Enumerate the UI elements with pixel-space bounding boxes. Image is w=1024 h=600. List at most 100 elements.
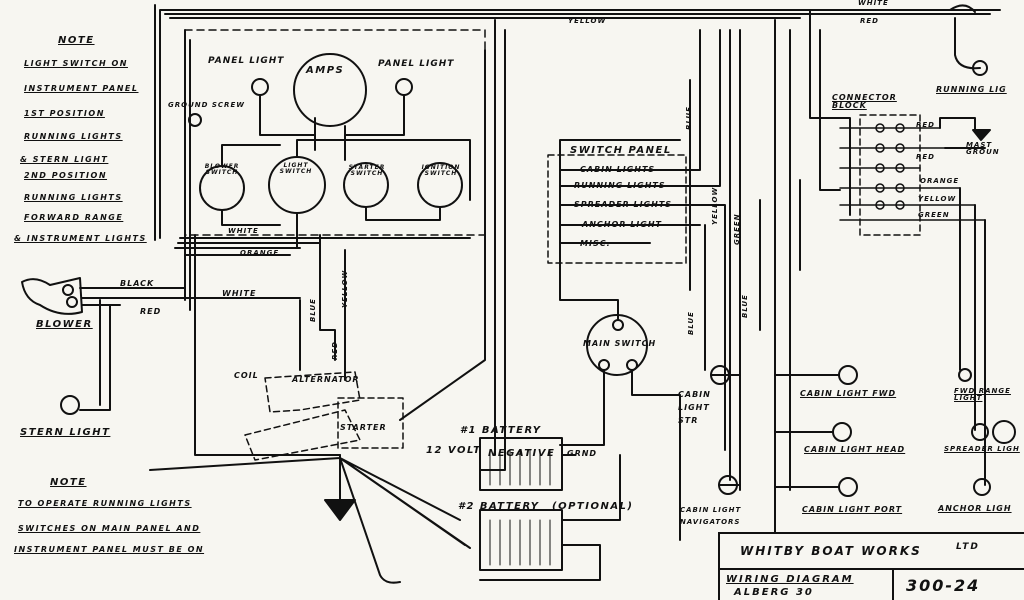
main-switch-label: MAIN SWITCH (583, 339, 657, 348)
title-block-drawing: WIRING DIAGRAM (726, 574, 854, 585)
note-bottom-line: SWITCHES ON MAIN PANEL AND (18, 524, 201, 533)
starter-label: STARTER (340, 423, 387, 432)
left-vertical-runs (184, 29, 341, 456)
note-top-line: RUNNING LIGHTS (24, 132, 123, 141)
spreader-light-label: SPREADER LIGH (944, 445, 1020, 453)
main-switch-wires (559, 139, 681, 446)
title-block: WHITBY BOAT WORKS LTD WIRING DIAGRAM ALB… (718, 532, 1024, 600)
ignition-switch-label: IGNITION SWITCH (421, 164, 461, 177)
note-bottom-line: TO OPERATE RUNNING LIGHTS (18, 499, 192, 508)
fwd-range-light-symbol (958, 368, 972, 382)
blower-terminal-1 (62, 284, 74, 296)
center-runs (399, 19, 506, 471)
wire-label-white: WHITE (222, 289, 257, 298)
title-block-company: WHITBY BOAT WORKS (740, 544, 922, 558)
switch-panel-title: SWITCH PANEL (570, 145, 672, 156)
stern-light-symbol (60, 395, 80, 415)
note-bottom-line: INSTRUMENT PANEL MUST BE ON (14, 545, 205, 554)
battery-1-volt: 12 VOLT (426, 445, 482, 456)
note-top-line: FORWARD RANGE (24, 213, 124, 222)
switch-panel-wires (559, 29, 726, 451)
wire-label-green: GREEN (733, 213, 741, 245)
connector-block-title: CONNECTOR BLOCK (832, 93, 897, 110)
top-bus-wire (154, 4, 1001, 241)
main-switch-terminal-2 (598, 359, 610, 371)
mast-ground-label: MAST GROUN (966, 141, 1000, 156)
starter-outline (337, 397, 404, 449)
coil-label: COIL (234, 371, 259, 380)
battery-1-box (479, 437, 563, 491)
anchor-light-label: ANCHOR LIGH (938, 504, 1012, 513)
wire-label-red: RED (331, 341, 339, 360)
panel-wiring (221, 94, 471, 249)
wire-label-yellow: YELLOW (568, 17, 607, 25)
switch-panel-item: RUNNING LIGHTS (574, 181, 666, 190)
blower-switch-label: BLOWER SWITCH (204, 163, 240, 176)
battery-wires (479, 454, 621, 581)
right-vertical-runs (729, 19, 801, 541)
mast-ground-symbol (972, 129, 991, 141)
cabin-light-port-symbol (838, 477, 858, 497)
engine-outline (244, 409, 361, 461)
blower-terminal-2 (66, 296, 78, 308)
ground-screw-label: GROUND SCREW (168, 101, 245, 109)
cabin-light-str-label: CABIN LIGHT STR (678, 390, 711, 425)
note-top-line: & STERN LIGHT (20, 155, 109, 164)
note-top-line: 2ND POSITION (24, 171, 108, 180)
starter-switch-label: STARTER SWITCH (348, 164, 386, 177)
alternator-label: ALTERNATOR (292, 375, 360, 384)
running-light-symbol (972, 60, 988, 76)
connector-block-box (859, 114, 921, 236)
connector-rows (839, 127, 986, 221)
battery-1-ground: GRND (567, 449, 598, 458)
alternator-outline (264, 371, 361, 413)
cabin-light-wires (679, 374, 840, 541)
note-top-line: RUNNING LIGHTS (24, 193, 123, 202)
note-top-line: & INSTRUMENT LIGHTS (14, 234, 147, 243)
wire-label-white: WHITE (228, 227, 259, 235)
switch-panel-item: CABIN LIGHTS (580, 165, 656, 174)
blower-shape (21, 277, 83, 315)
note-top-heading: NOTE (58, 35, 95, 46)
wire-label-blue: BLUE (309, 298, 317, 322)
connector-wire-green: GREEN (918, 211, 950, 219)
battery-1-title: #1 BATTERY (460, 425, 542, 436)
ground-fan-wires (149, 457, 471, 584)
wire-label-orange: ORANGE (240, 249, 280, 257)
switch-panel-item: SPREADER LIGHTS (574, 200, 673, 209)
wire-label-black: BLACK (120, 279, 155, 288)
wire-label-yellow: YELLOW (341, 269, 349, 308)
cabin-light-head-label: CABIN LIGHT HEAD (804, 445, 906, 454)
wire-label-yellow: YELLOW (711, 186, 719, 225)
battery-1-negative: NEGATIVE (488, 448, 556, 459)
connector-feed (809, 9, 851, 216)
wire-label-blue: BLUE (741, 294, 749, 318)
note-top-line: LIGHT SWITCH ON (24, 59, 128, 68)
note-bottom-heading: NOTE (50, 477, 87, 488)
main-switch-terminal-1 (612, 319, 624, 331)
fwd-range-light-label: FWD RANGE LIGHT (954, 387, 1011, 402)
title-block-divider (892, 568, 894, 600)
light-switch-label: LIGHT SWITCH (279, 162, 313, 175)
wire-label-white: WHITE (858, 0, 889, 7)
title-block-number: 300-24 (906, 576, 981, 595)
cabin-light-fwd-symbol (838, 365, 858, 385)
cabin-light-navigators-label: CABIN LIGHT NAVIGATORS (680, 506, 742, 526)
wire-label-red: RED (860, 17, 879, 25)
anchor-light-symbol (973, 478, 991, 496)
wire-label-blue: BLUE (687, 311, 695, 335)
panel-light-right-label: PANEL LIGHT (378, 59, 455, 69)
amps-meter-symbol (293, 53, 367, 127)
spreader-light-symbol-1 (971, 423, 989, 441)
note-top-line: INSTRUMENT PANEL (24, 84, 139, 93)
ground-symbol (324, 479, 356, 521)
blower-wires (79, 287, 301, 411)
panel-to-left-bus (174, 237, 471, 256)
wire-label-red: RED (140, 307, 162, 316)
spreader-light-symbol-2 (992, 420, 1016, 444)
engine-wires (299, 234, 346, 501)
connector-wire-red: RED (916, 121, 935, 129)
blower-label: BLOWER (36, 319, 93, 330)
